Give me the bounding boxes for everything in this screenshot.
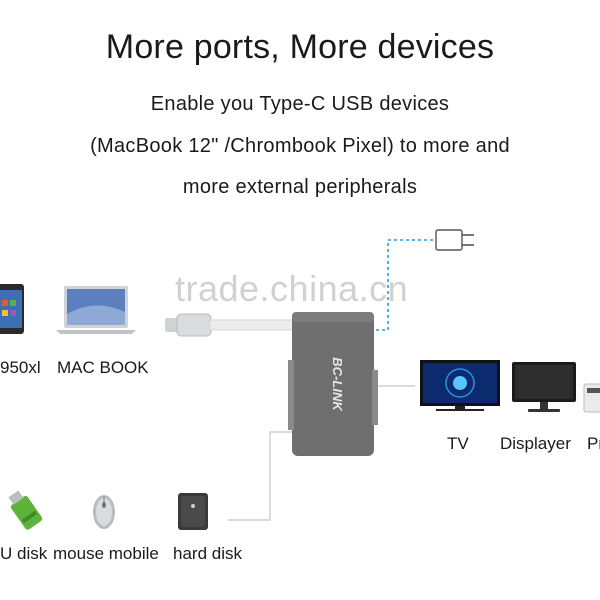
usb-drive-icon — [8, 490, 43, 530]
phone-icon — [0, 284, 24, 334]
watermark-text: trade.china.cn — [175, 268, 409, 309]
connector-lines — [228, 385, 415, 521]
laptop-icon — [56, 286, 136, 334]
tv-icon — [420, 360, 500, 411]
power-connection — [376, 229, 474, 331]
monitor-icon — [512, 362, 576, 412]
label-950xl: 950xl — [0, 358, 41, 377]
label-hard-disk: hard disk — [173, 544, 242, 563]
mouse-icon — [93, 495, 115, 529]
label-displayer: Displayer — [500, 434, 571, 453]
hard-disk-icon — [178, 493, 208, 530]
label-tv: TV — [447, 434, 469, 453]
subtitle-line-3: more external peripherals — [182, 176, 418, 198]
label-u-disk: U disk — [0, 544, 48, 563]
printer-icon — [583, 383, 600, 413]
hub-brand-label: BC-LINK — [330, 357, 345, 412]
subtitle-line-1: Enable you Type-C USB devices — [150, 93, 450, 115]
label-mouse-mobile: mouse mobile — [53, 544, 159, 563]
page-title: More ports, More devices — [105, 28, 495, 66]
subtitle-line-2: (MacBook 12" /Chrombook Pixel) to more a… — [90, 135, 510, 157]
label-macbook: MAC BOOK — [57, 358, 149, 377]
usb-c-cable — [165, 313, 295, 337]
usb-c-hub: BC-LINK — [288, 312, 378, 456]
label-printer: Pr — [587, 434, 600, 453]
